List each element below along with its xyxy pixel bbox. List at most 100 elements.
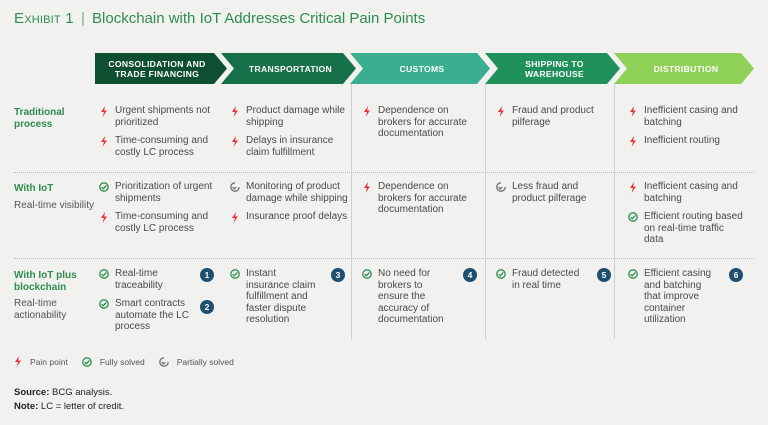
cell-item: Prioritization of urgent shipments: [99, 181, 217, 204]
note-label: Note:: [14, 401, 39, 412]
row-title: With IoT: [14, 183, 54, 194]
cell-item-text: Dependence on brokers for accurate docum…: [378, 105, 467, 139]
cell-item-text: Time-consuming and costly LC process: [115, 211, 209, 234]
exhibit-title: Exhibit 1 | Blockchain with IoT Addresse…: [14, 10, 425, 27]
exhibit-heading: Blockchain with IoT Addresses Critical P…: [92, 10, 426, 27]
source-text: BCG analysis.: [52, 387, 113, 398]
pain-point-icon: [628, 181, 638, 193]
legend-pain-point-label: Pain point: [30, 356, 68, 367]
legend-partially-solved-label: Partially solved: [176, 356, 234, 367]
pain-point-icon: [496, 105, 506, 117]
pain-point-icon: [99, 105, 109, 117]
column-divider: [351, 84, 352, 339]
cell-r2-c2: Monitoring of product damage while shipp…: [230, 181, 348, 230]
cell-r3-c3: No need for brokers to ensure the accura…: [362, 268, 480, 333]
stage-2: TRANSPORTATION: [221, 53, 356, 84]
title-separator: |: [80, 10, 85, 27]
cell-item-text: Fraud and product pilferage: [512, 105, 594, 128]
footnote: Note: LC = letter of credit.: [14, 401, 124, 412]
pain-point-icon: [628, 105, 638, 117]
fully-solved-icon: [496, 268, 506, 280]
pain-point-icon: [99, 135, 109, 147]
cell-item-text: Inefficient routing: [644, 135, 720, 146]
cell-item: Dependence on brokers for accurate docum…: [362, 181, 480, 216]
cell-item: Delays in insurance claim fulfillment: [230, 135, 348, 158]
cell-item-text: Product damage while shipping: [246, 105, 345, 128]
legend-pain-point: Pain point: [14, 356, 68, 367]
column-divider: [485, 84, 486, 339]
step-number-badge: 4: [463, 268, 477, 282]
cell-item-text: Dependence on brokers for accurate docum…: [378, 181, 467, 215]
fully-solved-icon: [99, 268, 109, 280]
row-subtitle: Real-time actionability: [14, 298, 67, 321]
cell-r1-c4: Fraud and product pilferage: [496, 105, 608, 135]
stage-5: DISTRIBUTION: [614, 53, 754, 84]
exhibit-number: Exhibit 1: [14, 10, 74, 27]
row-title: Traditional process: [14, 107, 65, 130]
cell-item: Efficient routing based on real-time tra…: [628, 211, 746, 246]
cell-r3-c4: Fraud detected in real time: [496, 268, 608, 298]
fully-solved-icon: [230, 268, 240, 280]
cell-item: No need for brokers to ensure the accura…: [362, 268, 454, 326]
cell-item: Efficient casing and batching that impro…: [628, 268, 720, 326]
partially-solved-icon: [496, 181, 506, 193]
row-divider: [14, 172, 754, 173]
cell-item-text: Inefficient casing and batching: [644, 105, 738, 128]
pain-point-icon: [14, 356, 26, 367]
cell-item: Inefficient casing and batching: [628, 105, 746, 128]
cell-item-text: No need for brokers to ensure the accura…: [378, 268, 444, 325]
row-subtitle: Real-time visibility: [14, 199, 95, 211]
cell-item-text: Smart contracts automate the LC process: [115, 298, 189, 332]
cell-item: Inefficient casing and batching: [628, 181, 746, 204]
fully-solved-icon: [362, 268, 372, 280]
stage-label: SHIPPING TO WAREHOUSE: [524, 58, 585, 79]
cell-item-text: Prioritization of urgent shipments: [115, 181, 213, 204]
cell-item-text: Insurance proof delays: [246, 211, 348, 222]
cell-r3-c2: Instant insurance claim fulfillment and …: [230, 268, 348, 333]
pain-point-icon: [99, 211, 109, 223]
step-number-badge: 1: [200, 268, 214, 282]
cell-item-text: Efficient routing based on real-time tra…: [644, 211, 743, 245]
cell-item: Dependence on brokers for accurate docum…: [362, 105, 480, 140]
legend: Pain point Fully solved Partially solved: [14, 356, 248, 367]
cell-item: Smart contracts automate the LC process: [99, 298, 191, 333]
pain-point-icon: [362, 105, 372, 117]
partially-solved-icon: [230, 181, 240, 193]
row-divider: [14, 258, 754, 259]
cell-item-text: Time-consuming and costly LC process: [115, 135, 209, 158]
fully-solved-icon: [81, 356, 96, 367]
pain-point-icon: [230, 105, 240, 117]
source-note: Source: BCG analysis.: [14, 387, 112, 398]
cell-item: Time-consuming and costly LC process: [99, 211, 217, 234]
source-label: Source:: [14, 387, 50, 398]
column-divider: [614, 84, 615, 339]
stage-label: TRANSPORTATION: [248, 63, 333, 74]
pain-point-icon: [230, 135, 240, 147]
cell-r2-c3: Dependence on brokers for accurate docum…: [362, 181, 480, 223]
step-number-badge: 3: [331, 268, 345, 282]
legend-fully-solved: Fully solved: [81, 356, 145, 367]
pain-point-icon: [230, 211, 240, 223]
step-number-badge: 5: [597, 268, 611, 282]
pain-point-icon: [362, 181, 372, 193]
stage-label: CUSTOMS: [399, 63, 445, 74]
cell-r2-c4: Less fraud and product pilferage: [496, 181, 608, 211]
cell-item-text: Inefficient casing and batching: [644, 181, 738, 204]
step-number-badge: 6: [729, 268, 743, 282]
cell-item: Fraud detected in real time: [496, 268, 588, 291]
cell-item-text: Efficient casing and batching that impro…: [644, 268, 712, 325]
cell-item-text: Monitoring of product damage while shipp…: [246, 181, 348, 204]
step-number-badge: 2: [200, 300, 214, 314]
fully-solved-icon: [628, 268, 638, 280]
cell-item: Inefficient routing: [628, 135, 746, 147]
fully-solved-icon: [99, 298, 109, 310]
row-title: With IoT plus blockchain: [14, 270, 77, 293]
cell-r1-c3: Dependence on brokers for accurate docum…: [362, 105, 480, 147]
cell-item: Fraud and product pilferage: [496, 105, 608, 128]
cell-item-text: Instant insurance claim fulfillment and …: [246, 268, 316, 325]
